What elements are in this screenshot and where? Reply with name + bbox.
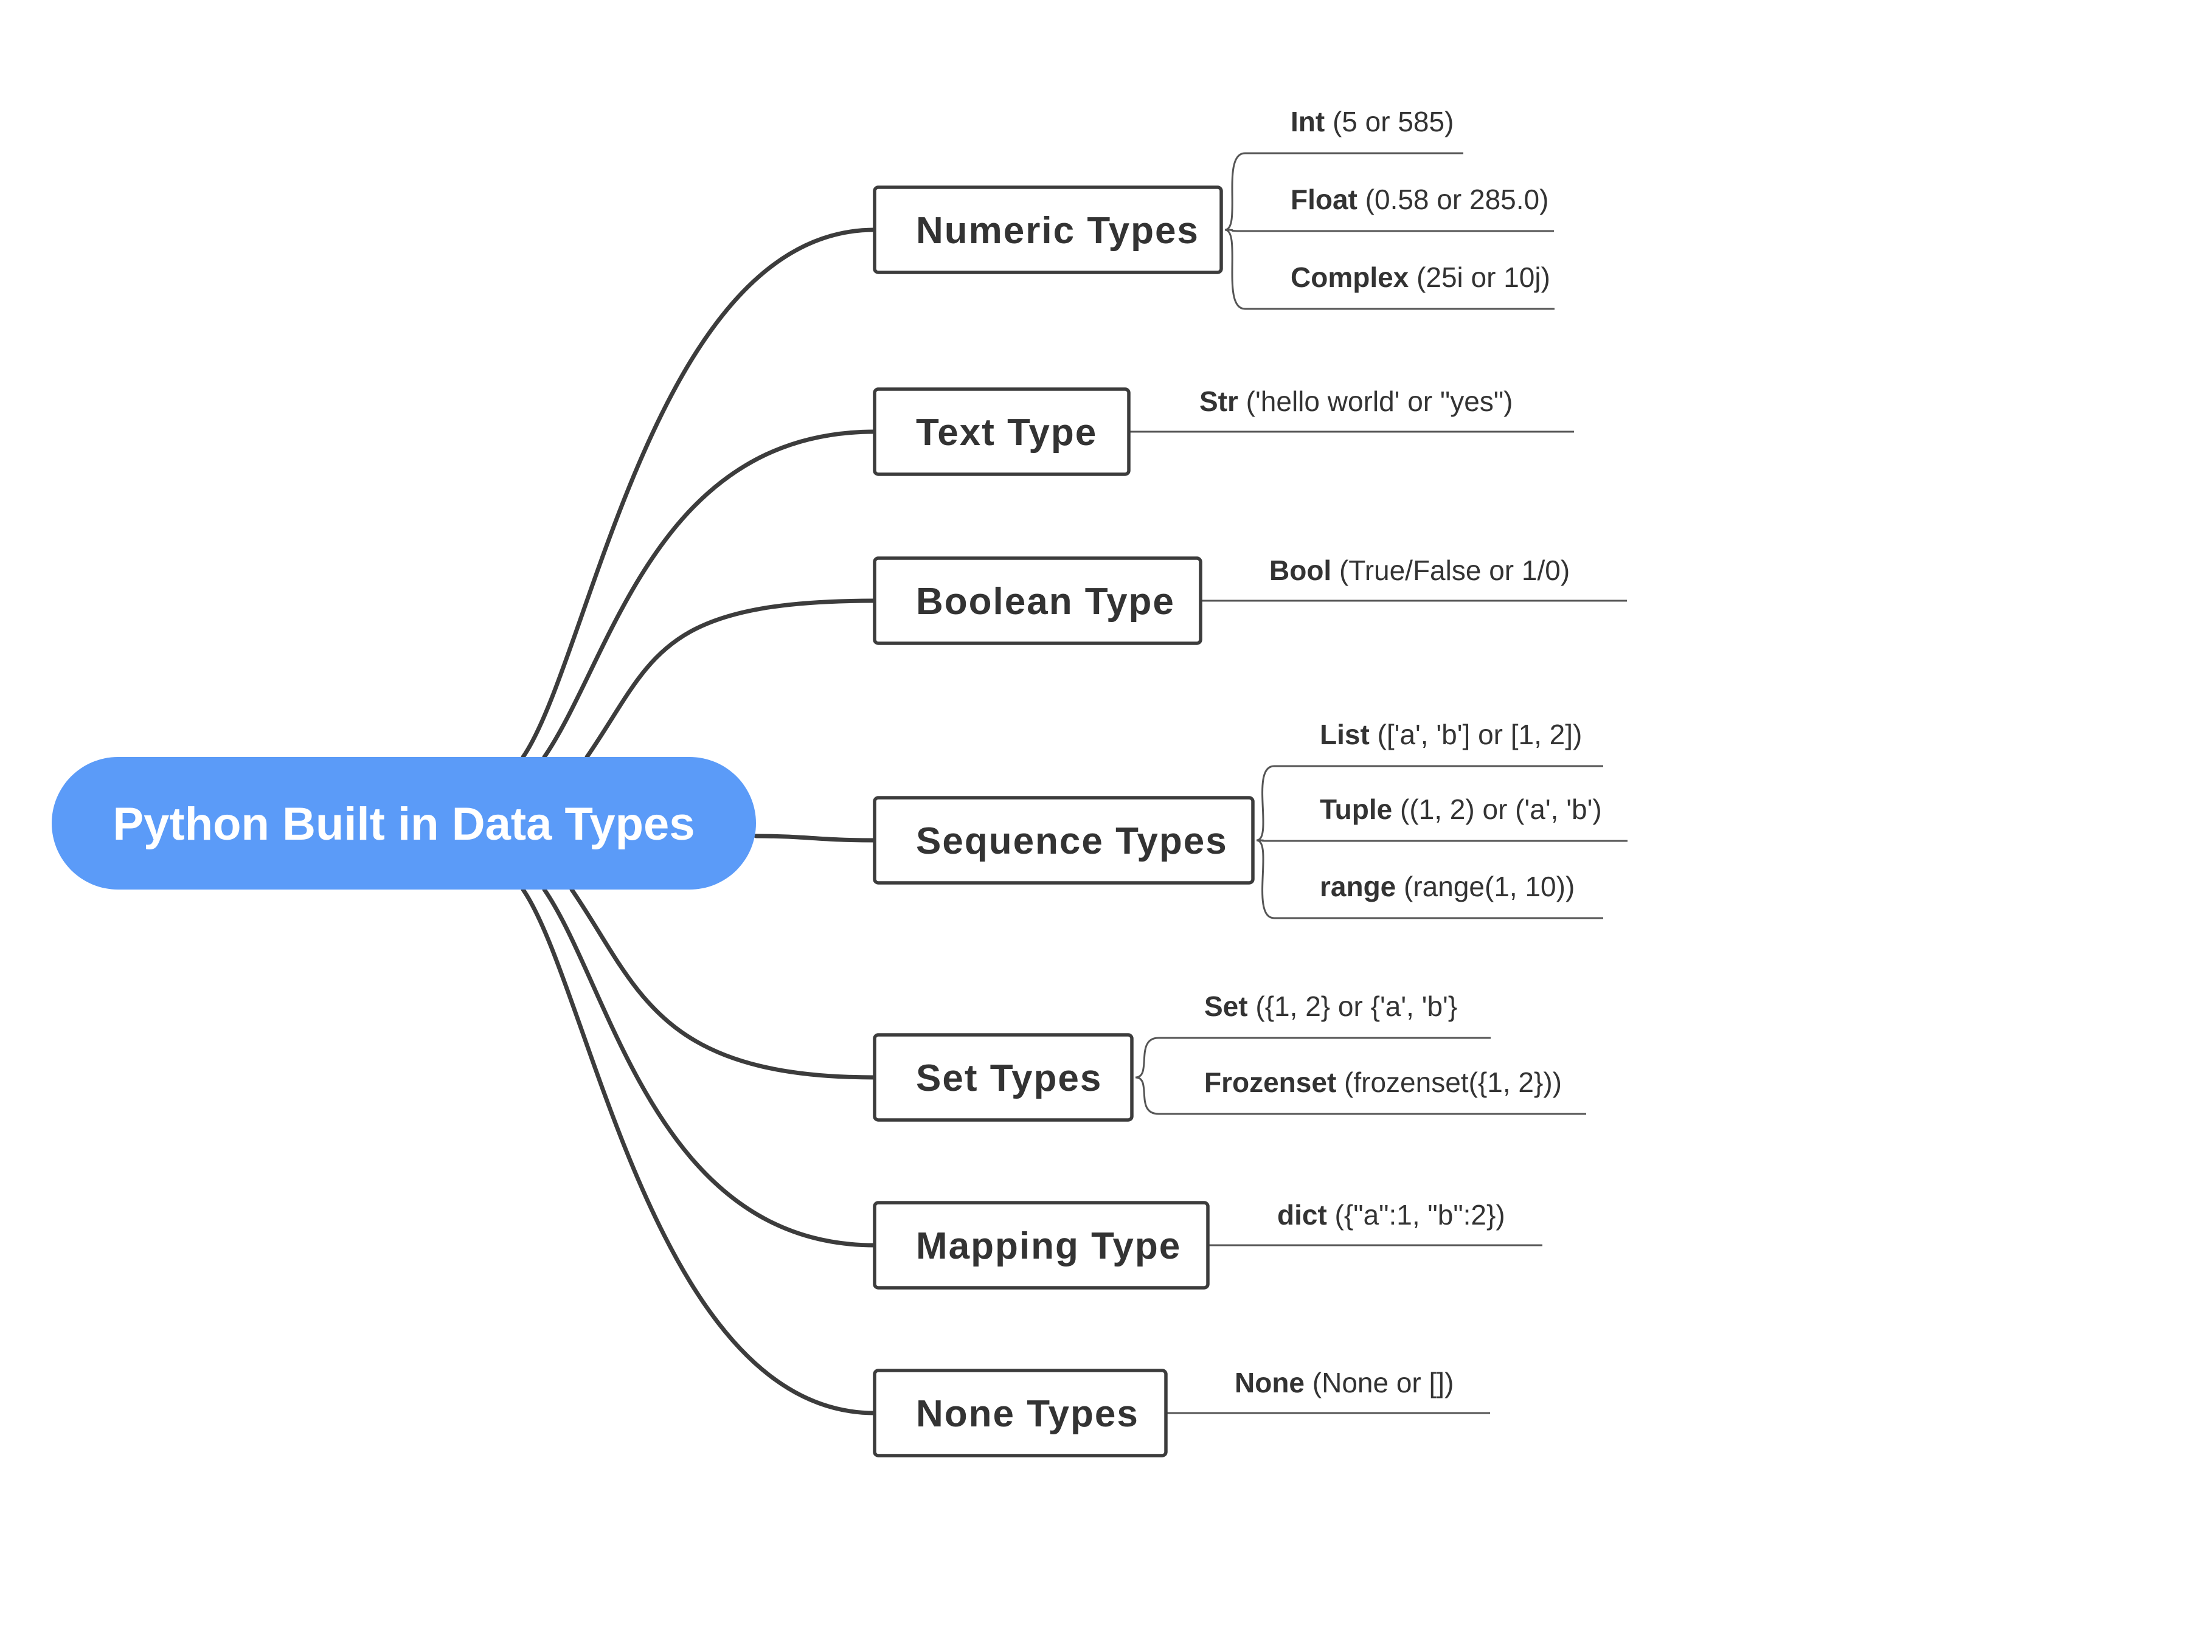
category-label: Set Types — [916, 1057, 1102, 1099]
connector-set — [569, 887, 877, 1080]
connector-sequence — [754, 834, 877, 843]
category-box — [873, 1369, 1168, 1457]
category-label: Numeric Types — [916, 210, 1199, 252]
category-label: Mapping Type — [916, 1225, 1181, 1267]
leaf-name: List — [1320, 719, 1370, 750]
leaf-sequence-range[interactable]: range (range(1, 10)) — [1256, 839, 1603, 919]
leaf-detail: (None or []) — [1305, 1367, 1454, 1398]
connector-mapping — [542, 887, 877, 1248]
category-none[interactable]: None Types — [873, 1369, 1168, 1457]
leaf-label: dict ({"a":1, "b":2}) — [1277, 1199, 1505, 1231]
category-box — [873, 387, 1131, 476]
leaf-label: range (range(1, 10)) — [1320, 871, 1575, 902]
connector-text — [542, 429, 877, 759]
leaf-set-frozenset[interactable]: Frozenset (frozenset({1, 2})) — [1135, 1066, 1586, 1115]
leaf-sequence-tuple[interactable]: Tuple ((1, 2) or ('a', 'b') — [1256, 793, 1628, 842]
leaf-name: Str — [1199, 385, 1238, 417]
leaf-label: Str ('hello world' or "yes") — [1199, 385, 1513, 417]
category-label: None Types — [916, 1393, 1139, 1435]
leaf-detail: (range(1, 10)) — [1396, 871, 1575, 902]
category-sequence[interactable]: Sequence Types — [873, 796, 1255, 885]
category-boolean[interactable]: Boolean Type — [873, 556, 1202, 645]
category-box — [873, 796, 1255, 885]
leaf-fork — [1224, 152, 1246, 231]
leaf-detail: ({1, 2} or {'a', 'b'} — [1248, 990, 1458, 1022]
leaf-label: Float (0.58 or 285.0) — [1291, 184, 1548, 215]
leaf-detail: ({"a":1, "b":2}) — [1327, 1199, 1505, 1231]
leaf-detail: ('hello world' or "yes") — [1238, 385, 1513, 417]
leaf-fork — [1256, 839, 1275, 842]
category-box — [873, 1033, 1134, 1122]
leaf-fork — [1256, 765, 1275, 842]
connector-none — [521, 887, 877, 1415]
category-box — [873, 556, 1202, 645]
category-box — [873, 1201, 1210, 1290]
root-node-label: Python Built in Data Types — [113, 798, 695, 850]
leaf-name: None — [1235, 1367, 1305, 1398]
leaf-sequence-list[interactable]: List (['a', 'b'] or [1, 2]) — [1256, 719, 1603, 842]
branch-connectors — [521, 227, 877, 1415]
leaf-label: Tuple ((1, 2) or ('a', 'b') — [1320, 793, 1602, 825]
leaf-name: Tuple — [1320, 793, 1392, 825]
leaf-fork — [1224, 229, 1246, 232]
leaf-detail: ((1, 2) or ('a', 'b') — [1392, 793, 1601, 825]
category-label: Text Type — [916, 412, 1097, 454]
category-label: Sequence Types — [916, 820, 1228, 862]
root-node[interactable]: Python Built in Data Types — [52, 757, 756, 890]
category-box — [873, 185, 1223, 274]
category-text[interactable]: Text Type — [873, 387, 1131, 476]
leaf-numeric-complex[interactable]: Complex (25i or 10j) — [1224, 229, 1555, 310]
leaf-fork — [1135, 1076, 1159, 1115]
category-mapping[interactable]: Mapping Type — [873, 1201, 1210, 1290]
leaf-name: Set — [1204, 990, 1248, 1022]
category-label: Boolean Type — [916, 581, 1175, 623]
leaf-items: Int (5 or 585) Float (0.58 or 285.0) Compl… — [1129, 106, 1628, 1414]
leaf-fork — [1256, 839, 1275, 919]
leaf-name: Bool — [1269, 555, 1331, 586]
leaf-name: range — [1320, 871, 1396, 902]
leaf-label: Bool (True/False or 1/0) — [1269, 555, 1570, 586]
leaf-name: Frozenset — [1204, 1066, 1336, 1098]
leaf-none-none[interactable]: None (None or []) — [1166, 1367, 1490, 1414]
leaf-boolean-bool[interactable]: Bool (True/False or 1/0) — [1201, 555, 1627, 602]
leaf-name: dict — [1277, 1199, 1327, 1231]
leaf-label: Frozenset (frozenset({1, 2})) — [1204, 1066, 1562, 1098]
leaf-mapping-dict[interactable]: dict ({"a":1, "b":2}) — [1208, 1199, 1542, 1246]
leaf-text-str[interactable]: Str ('hello world' or "yes") — [1129, 385, 1574, 433]
leaf-label: List (['a', 'b'] or [1, 2]) — [1320, 719, 1582, 750]
leaf-label: None (None or []) — [1235, 1367, 1454, 1398]
leaf-label: Int (5 or 585) — [1291, 106, 1454, 137]
leaf-detail: (25i or 10j) — [1409, 261, 1550, 293]
root-node-box — [52, 757, 756, 890]
leaf-name: Float — [1291, 184, 1357, 215]
category-set[interactable]: Set Types — [873, 1033, 1134, 1122]
leaf-fork — [1224, 229, 1246, 310]
leaf-detail: (frozenset({1, 2})) — [1336, 1066, 1562, 1098]
connector-boolean — [584, 598, 877, 759]
leaf-numeric-int[interactable]: Int (5 or 585) — [1224, 106, 1463, 231]
leaf-detail: (True/False or 1/0) — [1331, 555, 1570, 586]
leaf-fork — [1135, 1037, 1159, 1079]
category-numeric[interactable]: Numeric Types — [873, 185, 1223, 274]
leaf-name: Complex — [1291, 261, 1409, 293]
connector-numeric — [521, 227, 877, 759]
leaf-name: Int — [1291, 106, 1325, 137]
leaf-label: Complex (25i or 10j) — [1291, 261, 1550, 293]
leaf-set-set[interactable]: Set ({1, 2} or {'a', 'b'} — [1135, 990, 1491, 1079]
leaf-detail: (5 or 585) — [1325, 106, 1454, 137]
leaf-label: Set ({1, 2} or {'a', 'b'} — [1204, 990, 1457, 1022]
leaf-detail: (0.58 or 285.0) — [1357, 184, 1549, 215]
leaf-detail: (['a', 'b'] or [1, 2]) — [1370, 719, 1583, 750]
leaf-numeric-float[interactable]: Float (0.58 or 285.0) — [1224, 184, 1554, 232]
